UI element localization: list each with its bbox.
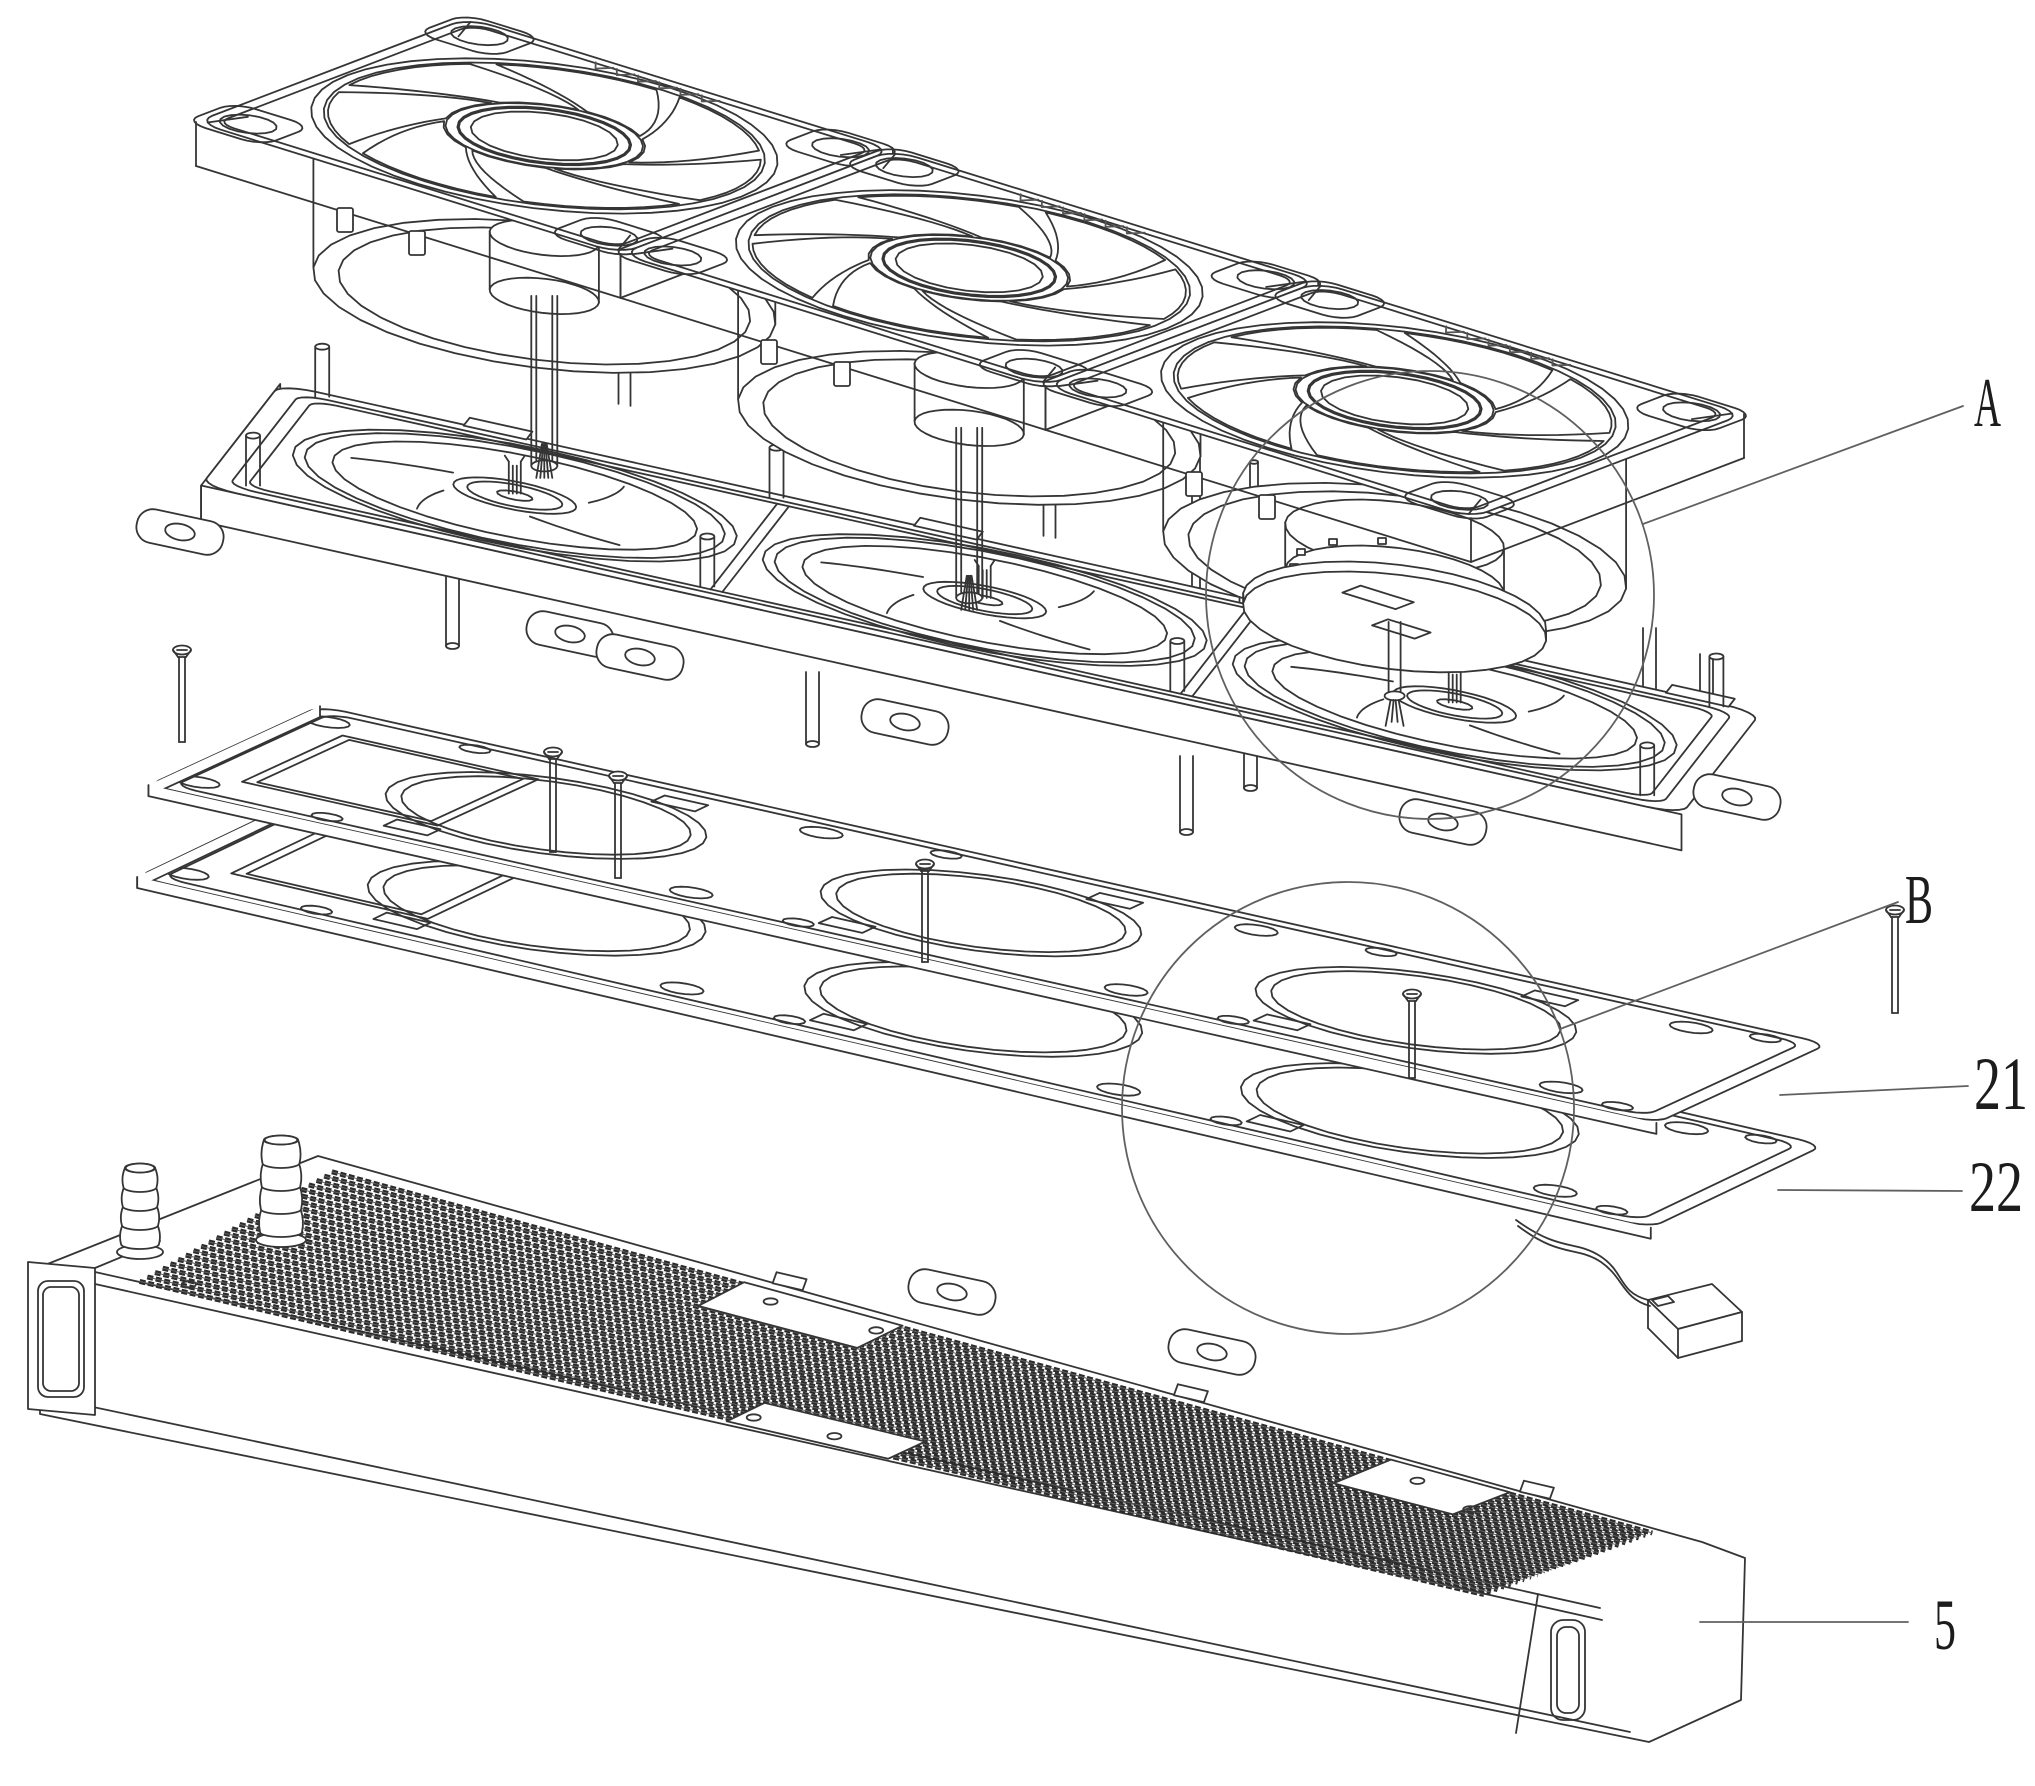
svg-text:B: B: [1905, 862, 1933, 939]
svg-text:21: 21: [1974, 1043, 2028, 1126]
svg-text:22: 22: [1969, 1147, 2023, 1227]
svg-text:5: 5: [1934, 1585, 1956, 1665]
svg-text:A: A: [1974, 365, 2001, 442]
